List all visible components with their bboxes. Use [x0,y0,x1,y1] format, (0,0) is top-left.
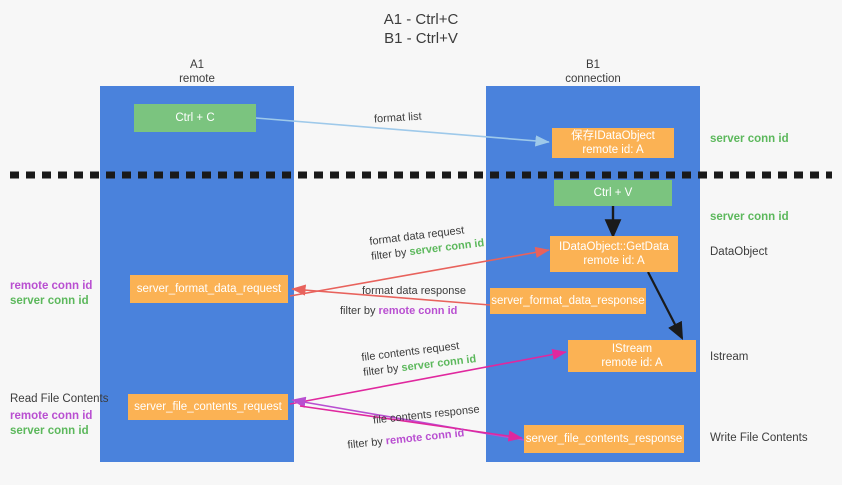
node-getdata-line2: remote id: A [583,255,645,267]
filter-prefix: filter by [370,246,411,263]
column-a1-sub: remote [179,73,215,85]
column-header-b1: B1 connection [486,58,700,86]
annotation-remote-conn-id-2: remote conn id [10,410,93,422]
node-save-idataobject-line1: 保存IDataObject [571,130,655,142]
node-server-format-data-request[interactable]: server_format_data_request [130,275,288,303]
node-istream-line1: IStream [611,343,653,355]
node-server-format-data-response[interactable]: server_format_data_response [490,288,646,314]
annotation-server-conn-id-top: server conn id [710,133,789,145]
filter-prefix: filter by [362,362,403,379]
page-title: A1 - Ctrl+C B1 - Ctrl+V [0,10,842,48]
edge-label-file-contents-response: file contents response filter by remote … [347,403,482,452]
node-ctrl-v[interactable]: Ctrl + V [554,180,672,206]
annotation-dataobject: DataObject [710,246,768,258]
column-a1-name: A1 [189,59,205,71]
node-ctrl-c-label: Ctrl + C [175,112,215,124]
node-istream[interactable]: IStream remote id: A [568,340,696,372]
node-save-idataobject[interactable]: 保存IDataObject remote id: A [552,128,674,158]
filter-value-remote-conn-id: remote conn id [385,427,465,448]
annotation-server-conn-id-2: server conn id [10,425,89,437]
node-server-file-contents-request-label: server_file_contents_request [134,401,282,413]
annotation-remote-conn-id-1: remote conn id [10,280,93,292]
edge-label-file-contents-response-filter: filter by remote conn id [347,424,483,453]
node-server-format-data-response-label: server_format_data_response [491,295,645,307]
column-b1-name: B1 [585,59,601,71]
edge-label-format-list: format list [374,110,423,128]
column-header-a1: A1 remote [100,58,294,86]
filter-value-remote-conn-id: remote conn id [378,305,458,317]
node-server-file-contents-response[interactable]: server_file_contents_response [524,425,684,453]
edge-label-file-contents-response-title: file contents response [372,403,481,427]
node-save-idataobject-line2: remote id: A [582,144,644,156]
annotation-read-file-contents: Read File Contents [10,393,109,405]
title-line-2: B1 - Ctrl+V [384,30,458,47]
annotation-write-file-contents: Write File Contents [710,432,808,444]
edge-label-file-contents-request: file contents request filter by server c… [361,337,478,381]
node-istream-line2: remote id: A [601,357,663,369]
edge-label-format-data-response-title: format data response [362,285,466,297]
filter-prefix: filter by [346,435,387,452]
filter-prefix: filter by [340,305,379,317]
column-b1-sub: connection [565,73,621,85]
annotation-istream: Istream [710,351,749,363]
node-idataobject-getdata[interactable]: IDataObject::GetData remote id: A [550,236,678,272]
node-server-format-data-request-label: server_format_data_request [136,283,282,295]
node-server-file-contents-request[interactable]: server_file_contents_request [128,394,288,420]
edge-label-format-list-text: format list [373,110,422,126]
edge-label-format-data-response: format data response filter by remote co… [340,284,466,319]
node-getdata-line1: IDataObject::GetData [559,241,669,253]
annotation-server-conn-id-1: server conn id [10,295,89,307]
node-server-file-contents-response-label: server_file_contents_response [525,433,683,445]
node-ctrl-v-label: Ctrl + V [593,187,633,199]
title-line-1: A1 - Ctrl+C [383,11,459,28]
node-ctrl-c[interactable]: Ctrl + C [134,104,256,132]
edge-label-format-data-request: format data request filter by server con… [369,221,486,265]
annotation-server-conn-id-mid: server conn id [710,211,789,223]
edge-label-format-data-response-filter: filter by remote conn id [340,304,466,319]
